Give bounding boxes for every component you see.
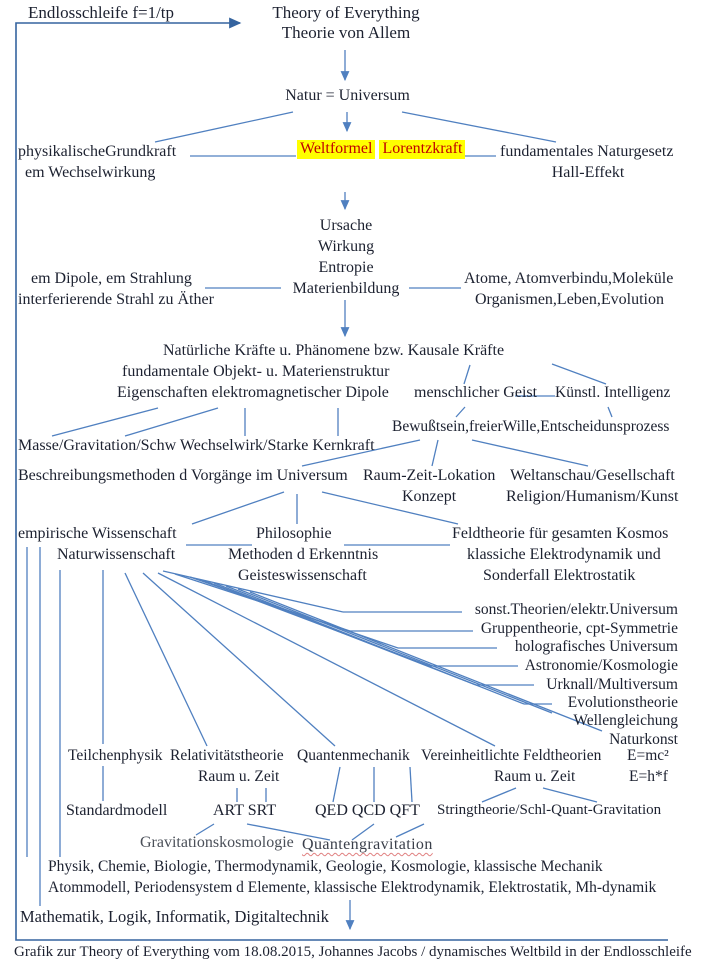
node-standardmodell: Standardmodell xyxy=(66,802,168,819)
list-item-astronomie-kosmologie: Astronomie/Kosmologie xyxy=(524,657,678,674)
node-kausale-kraefte: Natürliche Kräfte u. Phänomene bzw. Kaus… xyxy=(163,342,505,359)
node-weltformel-highlight: Weltformel Lorentzkraft xyxy=(297,140,466,159)
list-item-naturkonst: Naturkonst xyxy=(609,731,678,748)
node-qed-qcd-qft: QED QCD QFT xyxy=(315,802,420,819)
weltformel-line1: Weltformel xyxy=(297,140,376,159)
node-naturgesetz-line2: Hall-Effekt xyxy=(551,164,625,181)
node-naturwissenschaft: Naturwissenschaft xyxy=(57,546,176,563)
node-ehf: E=h*f xyxy=(629,768,668,785)
list-item-evolutionstheorie: Evolutionstheorie xyxy=(567,694,678,711)
node-menschlicher-geist: menschlicher Geist xyxy=(414,384,538,401)
title-german: Theorie von Allem xyxy=(281,23,411,43)
node-causal-chain: Ursache Wirkung Entropie Materienbildung xyxy=(270,215,422,299)
node-atome-line1: Atome, Atomverbindu,Moleküle xyxy=(464,270,674,287)
caption: Grafik zur Theory of Everything vom 18.0… xyxy=(14,944,692,960)
weltformel-line2: Lorentzkraft xyxy=(379,140,466,159)
node-stringtheorie: Stringtheorie/Schl-Quant-Gravitation xyxy=(437,802,662,818)
node-gravitationskosmologie: Gravitationskosmologie xyxy=(140,834,294,851)
list-item-urknall-multiversum: Urknall/Multiversum xyxy=(546,676,678,693)
list-item-sonstige-theorien: sonst.Theorien/elektr.Universum xyxy=(474,601,678,618)
node-methoden-erkenntnis: Methoden d Erkenntnis xyxy=(228,546,379,563)
node-emc2: E=mc² xyxy=(627,747,669,764)
node-quantengravitation: Quantengravitation xyxy=(302,836,433,853)
node-dipole-line2: interferierende Strahl zu Äther xyxy=(18,291,214,308)
node-naturgesetz-line1: fundamentales Naturgesetz xyxy=(500,143,674,160)
node-entropie: Entropie xyxy=(318,259,374,276)
node-raum-zeit-rechts: Raum u. Zeit xyxy=(494,768,576,785)
node-art-srt: ART SRT xyxy=(213,802,277,819)
node-eigenschaften-dipole: Eigenschaften elektromagnetischer Dipole xyxy=(117,384,389,401)
node-beschreibungsmethoden: Beschreibungsmethoden d Vorgänge im Univ… xyxy=(18,467,348,484)
node-objektstruktur: fundamentale Objekt- u. Materienstruktur xyxy=(122,363,390,380)
node-kuenstliche-intelligenz: Künstl. Intelligenz xyxy=(555,384,671,401)
node-relativitaetstheorie: Relativitätstheorie xyxy=(170,747,284,764)
page-title: Theory of Everything Theorie von Allem xyxy=(248,3,444,43)
node-physik-line1: Physik, Chemie, Biologie, Thermodynamik,… xyxy=(48,858,603,875)
node-raum-zeit-links: Raum u. Zeit xyxy=(198,768,280,785)
list-item-wellengleichung: Wellengleichung xyxy=(573,712,678,729)
node-konzept: Konzept xyxy=(402,488,457,505)
node-geisteswissenschaft: Geisteswissenschaft xyxy=(238,567,367,584)
list-item-gruppentheorie: Gruppentheorie, cpt-Symmetrie xyxy=(480,620,678,637)
node-philosophie: Philosophie xyxy=(256,525,332,542)
list-item-holografisches-universum: holografisches Universum xyxy=(514,638,678,655)
endless-loop-label: Endlosschleife f=1/tp xyxy=(28,3,175,22)
node-ursache: Ursache xyxy=(319,217,373,234)
node-dipole-line1: em Dipole, em Strahlung xyxy=(31,270,192,287)
node-vereinheitlichte-feldtheorien: Vereinheitlichte Feldtheorien xyxy=(421,747,602,764)
node-raum-zeit-lokation: Raum-Zeit-Lokation xyxy=(363,467,496,484)
node-grundkraft-line1: physikalischeGrundkraft xyxy=(18,143,177,160)
title-english: Theory of Everything xyxy=(272,3,420,22)
endless-loop-frame xyxy=(15,17,668,941)
node-religion: Religion/Humanism/Kunst xyxy=(506,488,679,505)
node-empirische-wissenschaft: empirische Wissenschaft xyxy=(18,525,177,542)
node-physik-line2: Atommodell, Periodensystem d Elemente, k… xyxy=(48,879,657,896)
node-masse-gravitation: Masse/Gravitation/Schw Wechselwirk/Stark… xyxy=(18,437,375,454)
node-materienbildung: Materienbildung xyxy=(292,280,400,297)
node-feldtheorie-line2: klassiche Elektrodynamik und xyxy=(467,546,661,563)
node-feldtheorie-line1: Feldtheorie für gesamten Kosmos xyxy=(452,525,669,542)
node-teilchenphysik: Teilchenphysik xyxy=(68,747,163,764)
node-mathematik: Mathematik, Logik, Informatik, Digitalte… xyxy=(20,907,329,926)
node-wirkung: Wirkung xyxy=(317,238,375,255)
node-grundkraft-line2: em Wechselwirkung xyxy=(25,164,156,181)
node-weltanschau: Weltanschau/Gesellschaft xyxy=(510,467,675,484)
node-atome-line2: Organismen,Leben,Evolution xyxy=(475,291,664,308)
node-natur-universum: Natur = Universum xyxy=(285,87,410,104)
node-feldtheorie-line3: Sonderfall Elektrostatik xyxy=(483,567,636,584)
node-bewusstsein: Bewußtsein,freierWille,Entscheidunsproze… xyxy=(392,418,670,435)
node-quantenmechanik: Quantenmechanik xyxy=(297,747,410,764)
